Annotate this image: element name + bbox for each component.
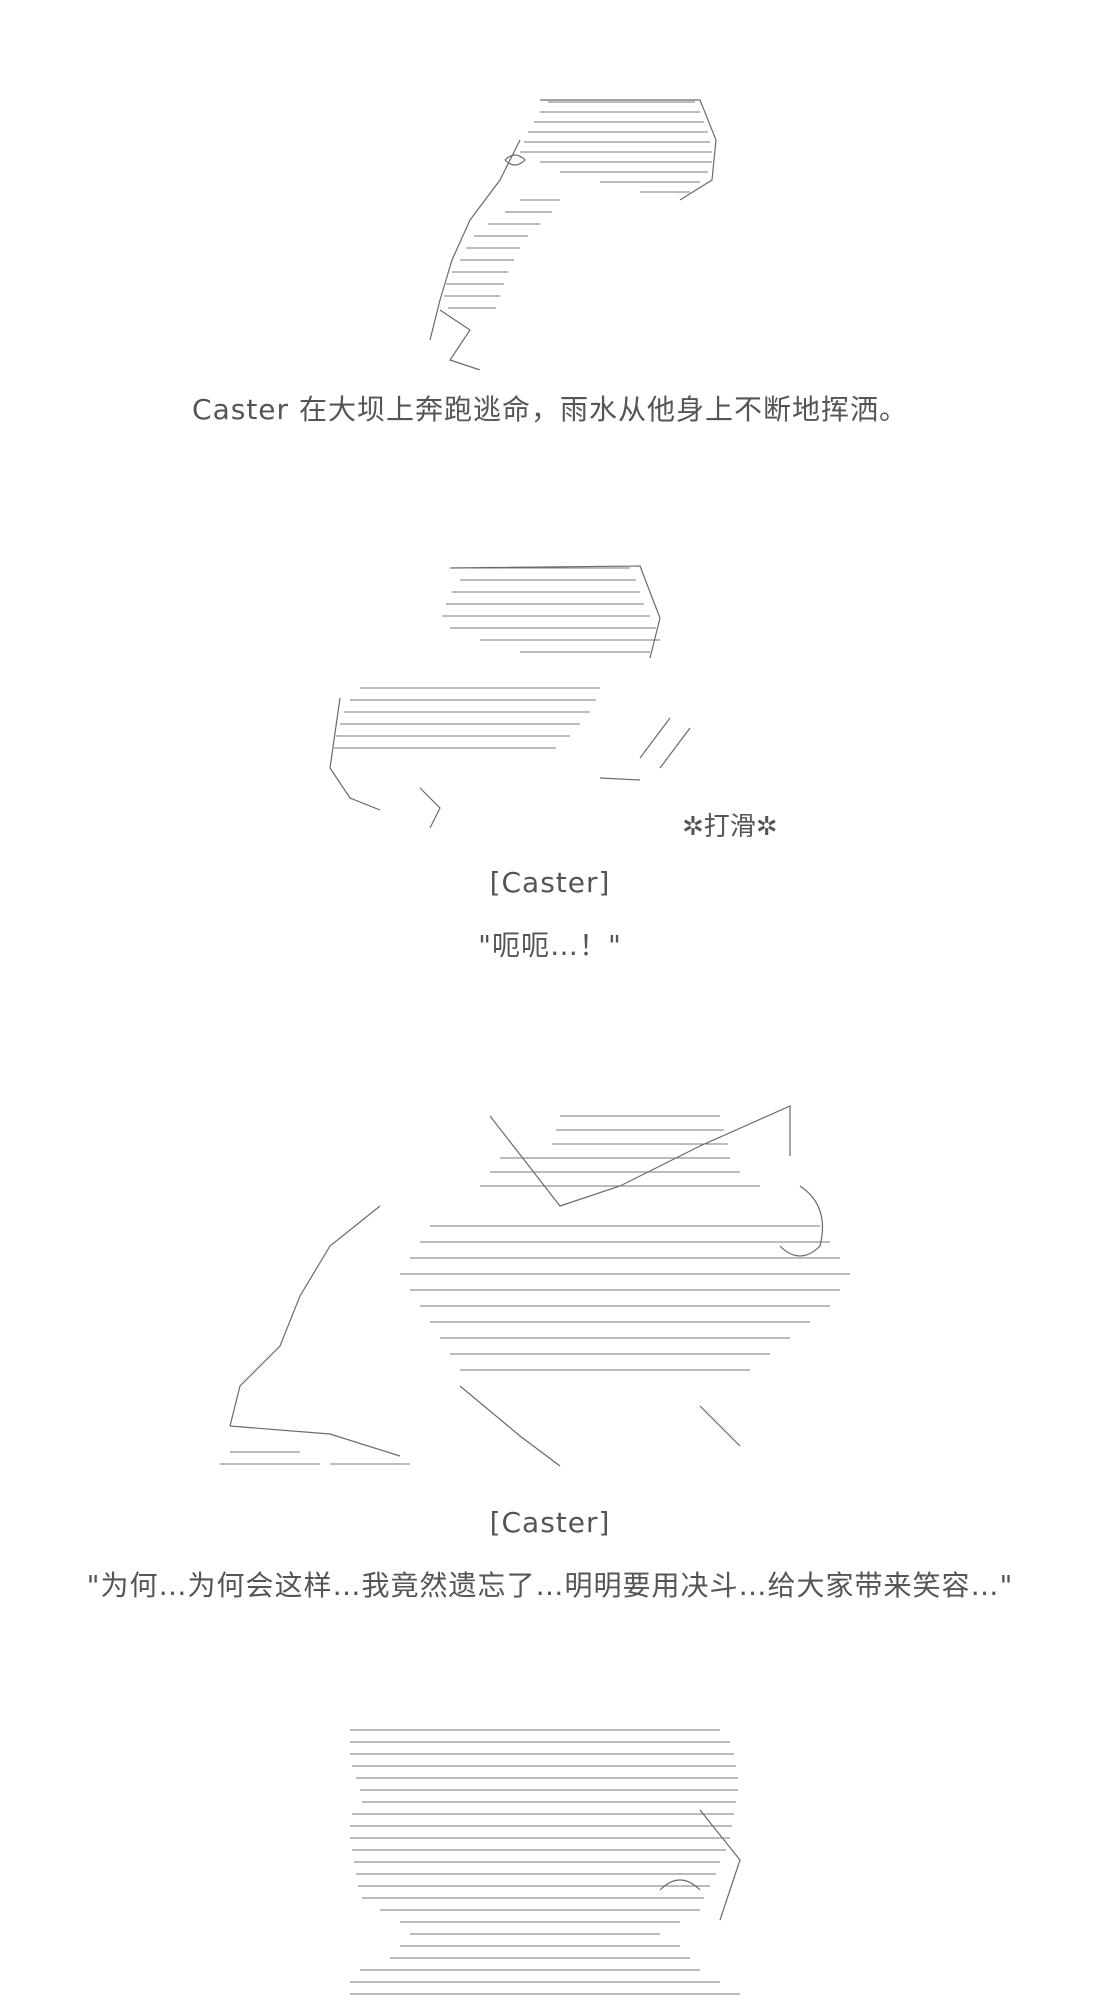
speaker-label: [Caster] <box>489 866 611 899</box>
sfx-slip: ✲打滑✲ <box>682 812 778 842</box>
dialogue-text: "为何…为何会这样…我竟然遗忘了…明明要用决斗…给大家带来笑容…" <box>86 1569 1014 1602</box>
caption-text: Caster 在大坝上奔跑逃命，雨水从他身上不断地挥洒。 <box>192 393 908 426</box>
ascii-art-fallen <box>0 1086 1100 1486</box>
ascii-art-face <box>0 1720 1100 2000</box>
speaker-label: [Caster] <box>489 1506 611 1539</box>
ascii-art-slipping <box>0 548 1100 848</box>
ascii-art-running <box>0 40 1100 370</box>
dialogue-text: "呃呃…！" <box>478 929 622 962</box>
